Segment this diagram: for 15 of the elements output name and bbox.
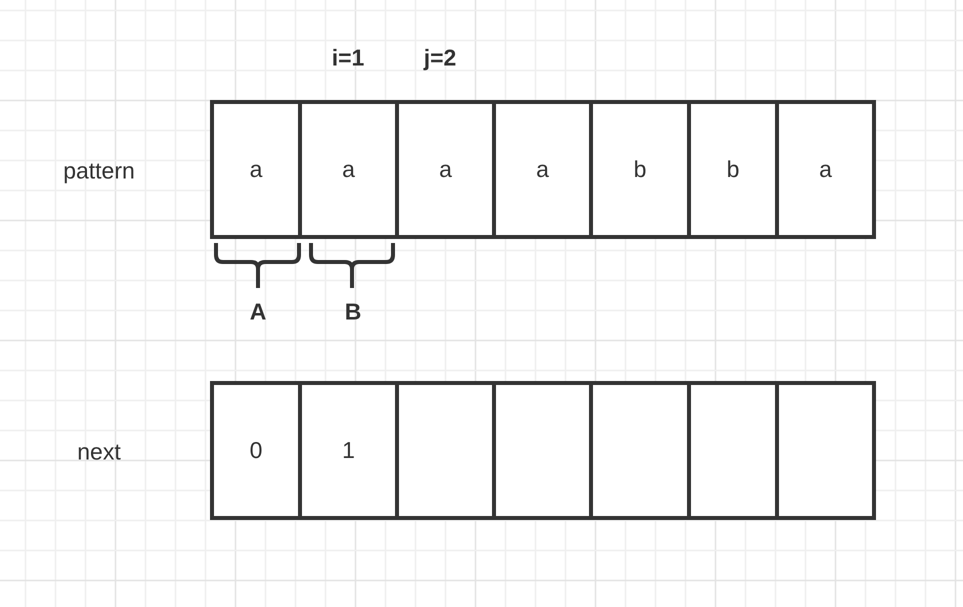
brace-label: A xyxy=(250,300,266,324)
character-text: b xyxy=(726,158,740,181)
next-value: 0 xyxy=(250,439,262,462)
character-text: a xyxy=(342,158,355,181)
character-text: b xyxy=(634,158,646,181)
index-label: j=2 xyxy=(424,46,456,70)
index-label: i=1 xyxy=(332,46,364,70)
brace-label: B xyxy=(344,300,362,324)
character-text: a xyxy=(819,158,832,181)
next-value: 1 xyxy=(342,439,355,462)
character-text: a xyxy=(439,158,452,181)
character-text: a xyxy=(250,158,262,181)
row-label: next xyxy=(77,440,121,464)
character-text: a xyxy=(536,158,549,181)
row-label: pattern xyxy=(63,160,135,182)
